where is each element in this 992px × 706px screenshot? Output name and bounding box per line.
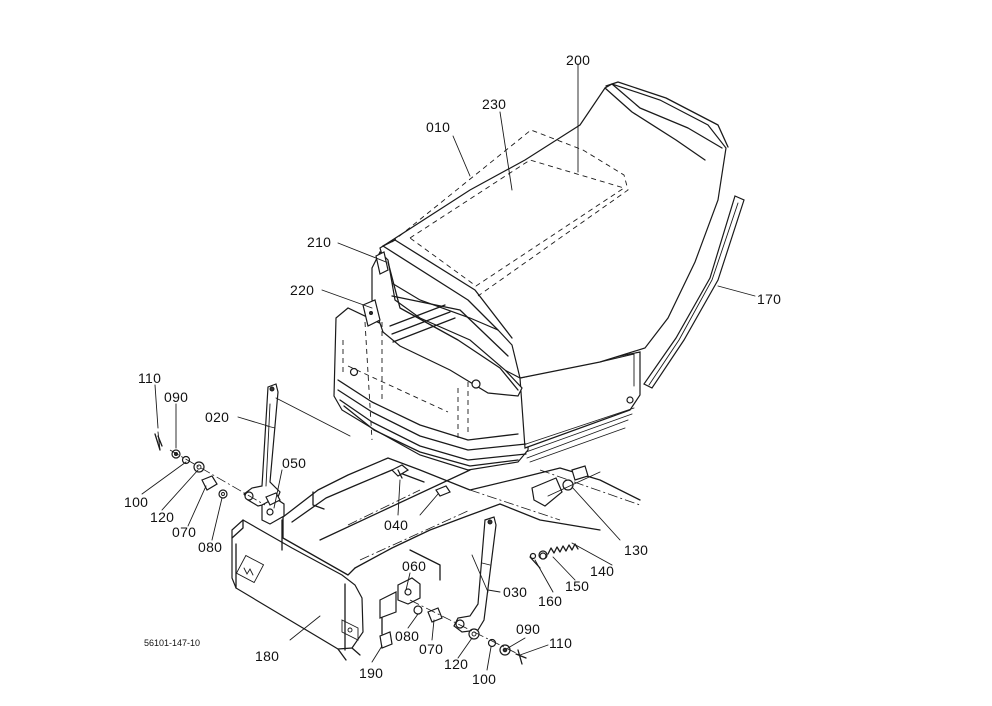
callout-080-right: 080 <box>395 628 420 644</box>
callout-130: 130 <box>624 542 649 558</box>
hinge-arm-020 <box>243 383 281 507</box>
callout-210: 210 <box>307 234 332 250</box>
callout-070-right: 070 <box>419 641 444 657</box>
callout-110-left: 110 <box>138 370 162 386</box>
front-guard-180 <box>231 519 364 661</box>
bolts-040 <box>390 464 451 497</box>
callout-160: 160 <box>538 593 563 609</box>
hood-assembly <box>333 83 727 471</box>
washer-150 <box>539 552 547 560</box>
callout-200: 200 <box>566 52 591 68</box>
callout-060: 060 <box>402 558 427 574</box>
callout-230: 230 <box>482 96 507 112</box>
callout-040: 040 <box>384 517 409 533</box>
callout-170: 170 <box>757 291 782 307</box>
callout-190: 190 <box>359 665 384 681</box>
callout-090-right: 090 <box>516 621 541 637</box>
callout-100-left: 100 <box>124 494 149 510</box>
callout-140: 140 <box>590 563 615 579</box>
callout-100-right: 100 <box>472 671 497 687</box>
callout-120-right: 120 <box>444 656 469 672</box>
callout-070-left: 070 <box>172 524 197 540</box>
hinge-arm-030 <box>453 516 497 633</box>
callout-090-left: 090 <box>164 389 189 405</box>
callout-110-right: 110 <box>549 635 573 651</box>
callout-220: 220 <box>290 282 315 298</box>
drawing-code: 56101-147-10 <box>144 638 201 648</box>
leader-lines <box>141 63 756 671</box>
bracket-060 <box>379 577 421 635</box>
callout-150: 150 <box>565 578 590 594</box>
callout-120-left: 120 <box>150 509 175 525</box>
right-fasteners <box>379 599 527 665</box>
callout-180: 180 <box>255 648 280 664</box>
latch-130 <box>531 465 601 507</box>
side-strip-170 <box>643 195 745 389</box>
callout-030: 030 <box>503 584 528 600</box>
callout-050: 050 <box>282 455 307 471</box>
callout-010: 010 <box>426 119 451 135</box>
rear-cap <box>605 81 729 148</box>
callout-080-left: 080 <box>198 539 223 555</box>
callout-020: 020 <box>205 409 230 425</box>
